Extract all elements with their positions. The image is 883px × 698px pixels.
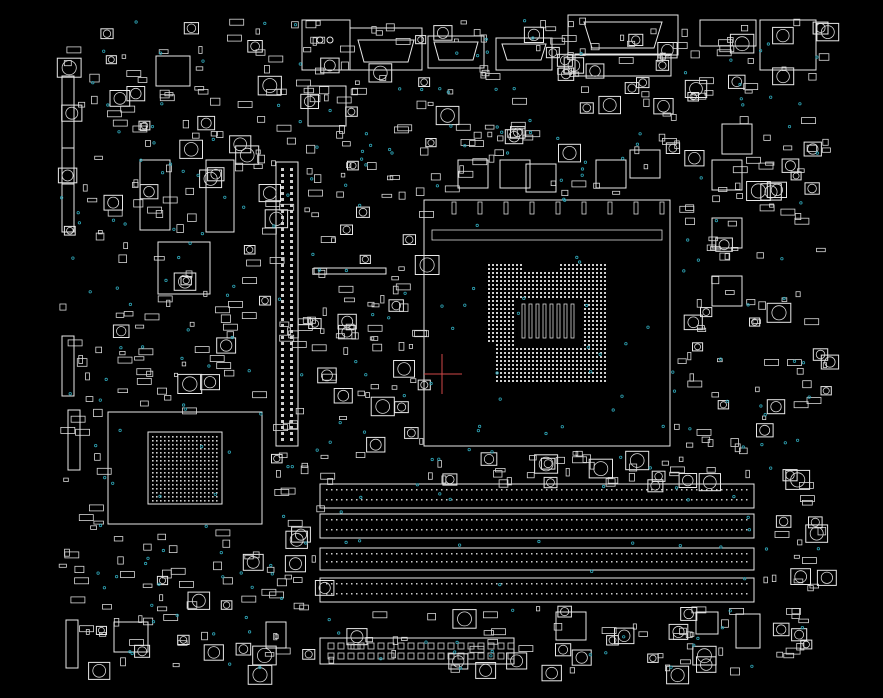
expansion-slots <box>319 483 755 603</box>
vertical-connector <box>275 161 387 447</box>
bottom-header <box>319 637 515 665</box>
cpu-socket <box>423 199 671 447</box>
rear-io-connectors <box>301 14 817 77</box>
components <box>56 17 840 685</box>
chipset-bga <box>107 411 263 525</box>
crosshair-icon <box>424 354 462 394</box>
vias <box>59 19 821 670</box>
